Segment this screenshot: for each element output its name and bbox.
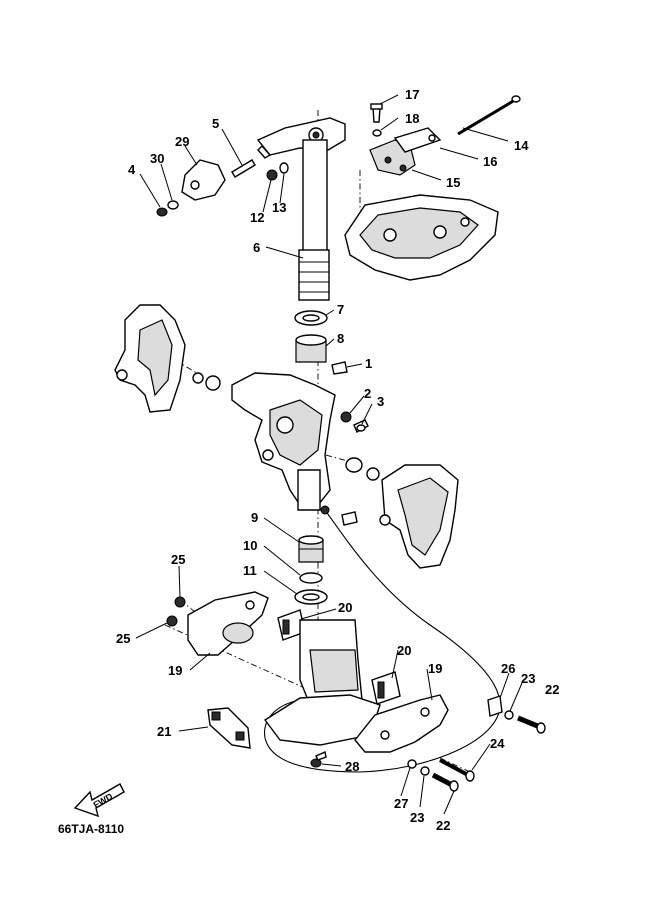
- callout-23-upper: 23: [521, 671, 535, 686]
- driveshaft-housing: [299, 619, 363, 711]
- callout-numbers: 17 18 14 16 15 5 29 30 4 12 13 6 7 8 1 2…: [116, 87, 559, 833]
- screw-28: [310, 751, 327, 768]
- clip-1: [331, 361, 348, 375]
- callout-11: 11: [243, 563, 257, 578]
- callout-16: 16: [483, 154, 497, 169]
- lower-mount-19-left: [187, 591, 269, 656]
- nut-2: [340, 411, 352, 423]
- callout-20-lower: 20: [397, 643, 411, 658]
- callout-19-left: 19: [168, 663, 182, 678]
- callout-5: 5: [212, 116, 219, 131]
- steering-arm: [256, 117, 346, 159]
- washer-13: [279, 162, 289, 174]
- callout-7: 7: [337, 302, 344, 317]
- callout-28: 28: [345, 759, 359, 774]
- callout-9: 9: [251, 510, 258, 525]
- callout-14: 14: [514, 138, 529, 153]
- bolt-5: [231, 159, 256, 178]
- callout-13: 13: [272, 200, 286, 215]
- callout-30: 30: [150, 151, 164, 166]
- callout-20-upper: 20: [338, 600, 352, 615]
- washer-23-lower: [420, 766, 430, 776]
- bolt-22-lower: [431, 772, 459, 792]
- callout-10: 10: [243, 538, 257, 553]
- diagram-code: 66TJA-8110: [58, 822, 124, 836]
- swivel-bracket: [231, 372, 336, 511]
- nut-12: [266, 169, 278, 181]
- lower-mount-19-right: [354, 694, 449, 753]
- callout-25-upper: 25: [171, 552, 185, 567]
- bottom-cowling-plate: [344, 194, 499, 281]
- bushing-9: [298, 535, 324, 563]
- bolt-22-upper: [517, 715, 546, 734]
- callout-24: 24: [490, 736, 505, 751]
- callout-17: 17: [405, 87, 419, 102]
- bracket-16: [393, 127, 442, 153]
- washer-27: [407, 759, 417, 769]
- callout-4: 4: [128, 162, 136, 177]
- callout-29: 29: [175, 134, 189, 149]
- callout-8: 8: [337, 331, 344, 346]
- mount-rubber-20-lower: [371, 671, 401, 705]
- mount-rubber-20-upper: [277, 609, 306, 641]
- ground-wire: [264, 509, 501, 773]
- washer-30: [167, 200, 179, 210]
- nut-4: [156, 207, 168, 217]
- bolt-25-lower: [166, 615, 178, 627]
- callout-22-upper: 22: [545, 682, 559, 697]
- callout-25-lower: 25: [116, 631, 130, 646]
- friction-bracket: [181, 159, 226, 201]
- bolt-24: [439, 758, 475, 782]
- callout-19-right: 19: [428, 661, 442, 676]
- callout-18: 18: [405, 111, 419, 126]
- bolt-14: [457, 95, 521, 136]
- washer-11: [294, 589, 328, 605]
- grease-fitting: [320, 505, 358, 526]
- ring-10: [299, 572, 323, 584]
- cover-21: [207, 707, 251, 749]
- clamp-bracket-right: [379, 464, 459, 569]
- bolt-3: [353, 419, 369, 433]
- washer-23-upper: [504, 710, 514, 720]
- clip-26: [487, 695, 503, 717]
- washer-18: [372, 129, 382, 137]
- leader-lines: [135, 94, 523, 815]
- callout-1: 1: [365, 356, 372, 371]
- bolt-17: [370, 103, 383, 123]
- washer-7: [294, 310, 328, 326]
- callout-23-lower: 23: [410, 810, 424, 825]
- bolt-25-upper: [174, 596, 186, 608]
- callout-3: 3: [377, 394, 384, 409]
- callout-6: 6: [253, 240, 260, 255]
- pivot-nut-left: [192, 372, 221, 391]
- pivot-nut-right: [345, 457, 380, 481]
- callout-12: 12: [250, 210, 264, 225]
- callout-2: 2: [364, 386, 371, 401]
- callout-27: 27: [394, 796, 408, 811]
- clamp-bracket-left: [114, 304, 186, 413]
- fwd-arrow: FWD: [73, 783, 125, 818]
- bushing-8: [295, 334, 327, 363]
- callout-26: 26: [501, 661, 515, 676]
- callout-21: 21: [157, 724, 171, 739]
- callout-22-lower: 22: [436, 818, 450, 833]
- steering-shaft: [298, 139, 330, 301]
- callout-15: 15: [446, 175, 460, 190]
